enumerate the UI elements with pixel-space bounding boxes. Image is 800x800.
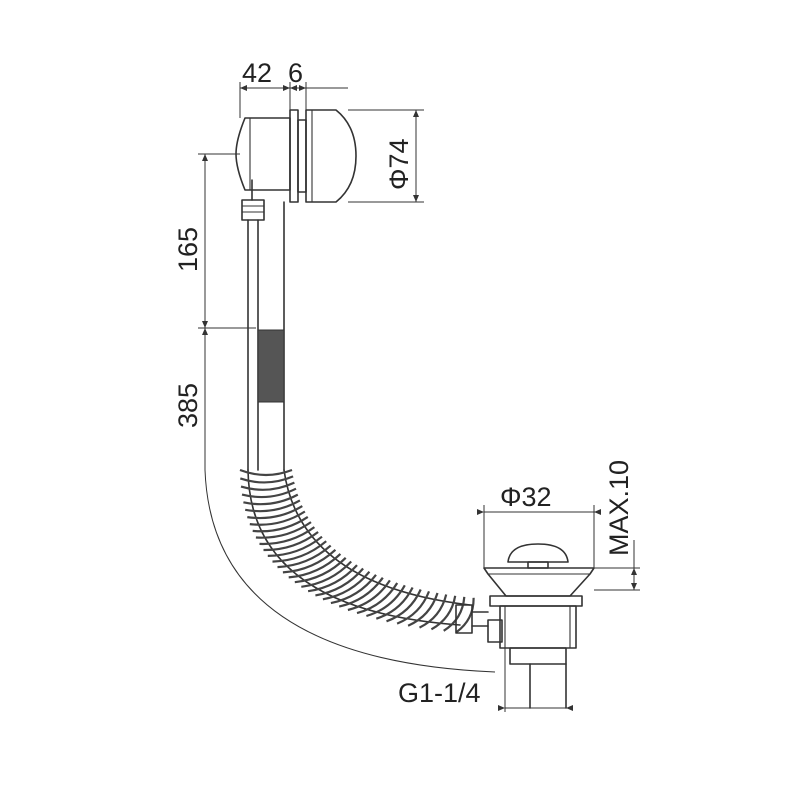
- dimension-arrowhead: [566, 705, 573, 711]
- dim-label-6: 6: [288, 58, 303, 88]
- dimension-arrows: [202, 85, 637, 711]
- pipe-grip-sleeve: [257, 329, 285, 403]
- overflow-rear-body: [235, 117, 291, 191]
- flex-hose: [239, 468, 489, 634]
- overflow-flange-inner: [297, 119, 307, 193]
- drain-plug-stem: [527, 561, 549, 569]
- dim-label-max10: MAX.10: [604, 460, 634, 556]
- drain-side-port: [487, 619, 503, 643]
- vertical-pipe: [247, 201, 285, 471]
- dimension-labels: 42 6 Φ74 165 385 Φ32 MAX.10 G1-1/4: [173, 58, 634, 708]
- dimension-arrowhead: [202, 154, 208, 161]
- dimension-arrowhead: [631, 583, 637, 590]
- dimension-arrowhead: [631, 568, 637, 575]
- dim-label-165: 165: [173, 227, 203, 272]
- spring-coil: [239, 468, 475, 634]
- dimension-arrowhead: [299, 85, 306, 91]
- drain-funnel: [483, 567, 595, 597]
- dimension-arrowhead: [202, 328, 208, 335]
- drain-tail: [509, 647, 567, 665]
- hose-end-fitting: [455, 604, 473, 634]
- drain-plug-cap: [507, 543, 569, 563]
- dimension-arrowhead: [290, 85, 297, 91]
- dim-label-thread: G1-1/4: [398, 678, 481, 708]
- overflow-cap: [305, 109, 357, 203]
- dimension-arrowhead: [202, 321, 208, 328]
- drain-body: [499, 605, 577, 649]
- dimension-arrowhead: [413, 195, 419, 202]
- dim-label-42: 42: [242, 58, 272, 88]
- drain-flange: [489, 595, 583, 607]
- overflow-connector: [241, 199, 265, 221]
- dim-label-385: 385: [173, 383, 203, 428]
- dimension-arrowhead: [240, 85, 247, 91]
- dimension-arrowhead: [477, 509, 484, 515]
- dimension-arrowhead: [283, 85, 290, 91]
- dimension-arrowhead: [498, 705, 505, 711]
- dim-label-phi32: Φ32: [500, 482, 552, 512]
- dim-385-line: [204, 328, 496, 673]
- drain-assembly: [483, 543, 595, 709]
- dim-label-phi74: Φ74: [384, 138, 414, 190]
- overflow-flange: [289, 109, 299, 203]
- dimension-arrowhead: [413, 110, 419, 117]
- overflow-assembly: [235, 109, 357, 221]
- dimension-arrowhead: [594, 509, 601, 515]
